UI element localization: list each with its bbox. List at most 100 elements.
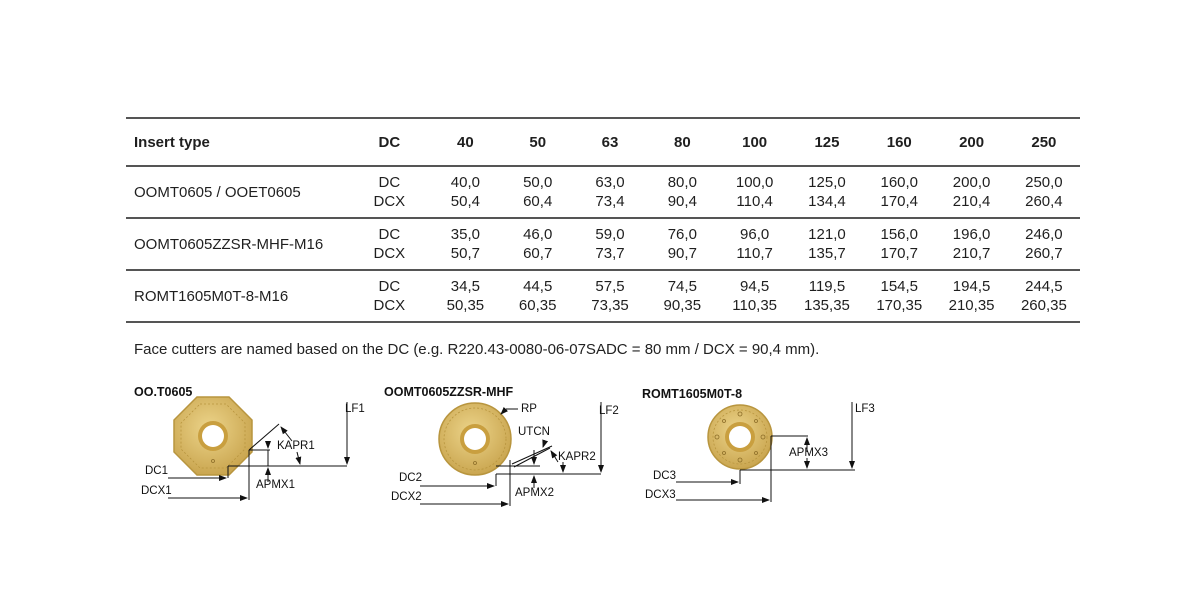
value-cell: 125,0 134,4	[791, 173, 863, 211]
dcx-value: 90,35	[663, 297, 702, 314]
dc-value: 57,5	[595, 278, 625, 295]
dcx-value: 110,4	[736, 193, 773, 210]
dc-value: 100,0	[735, 174, 774, 191]
value-cell: 59,0 73,7	[574, 225, 646, 263]
round-mhf-insert-icon	[438, 402, 512, 476]
dc-label: DC	[378, 278, 401, 295]
value-cell: 119,5 135,35	[791, 277, 863, 315]
header-160: 160	[886, 133, 912, 151]
dcx-value: 90,7	[667, 245, 697, 262]
dcx-value: 170,7	[880, 245, 919, 262]
dc-value: 63,0	[595, 174, 625, 191]
dc-dcx-label-cell: DC DCX	[349, 277, 429, 315]
dcx-value: 170,35	[876, 297, 923, 314]
insert-type-cell: OOMT0605 / OOET0605	[134, 183, 301, 201]
header-dc: DC	[378, 133, 401, 151]
dcx-value: 50,7	[450, 245, 480, 262]
dc-dcx-label-cell: DC DCX	[349, 225, 429, 263]
dc-value: 156,0	[880, 226, 919, 243]
dcx-value: 210,35	[948, 297, 995, 314]
dcx-value: 260,35	[1020, 297, 1067, 314]
dc-value: 244,5	[1025, 278, 1063, 295]
romt-insert-icon	[707, 404, 773, 470]
header-125: 125	[814, 133, 840, 151]
table-rule	[126, 165, 1080, 167]
value-cell: 244,5 260,35	[1008, 277, 1080, 315]
header-80: 80	[673, 133, 691, 151]
dcx-label: DCX	[373, 297, 406, 314]
dc3-label: DC3	[653, 470, 677, 482]
diagram-3-title: ROMT1605M0T-8	[642, 387, 743, 401]
dc-value: 35,0	[450, 226, 480, 243]
header-insert-type: Insert type	[134, 133, 210, 151]
dc-value: 50,0	[523, 174, 553, 191]
dc-value: 194,5	[952, 278, 991, 295]
apmx1-label: APMX1	[256, 479, 295, 491]
diagram-1-title: OO.T0605	[134, 385, 193, 399]
dcx-value: 50,35	[446, 297, 485, 314]
apmx2-label: APMX2	[515, 487, 554, 499]
header-40: 40	[457, 133, 474, 151]
value-cell: 154,5 170,35	[863, 277, 935, 315]
rp-label: RP	[521, 403, 537, 415]
table-rule	[126, 217, 1080, 219]
apmx3-label: APMX3	[789, 447, 828, 459]
value-cell: 80,0 90,4	[646, 173, 718, 211]
dcx-value: 210,4	[952, 193, 991, 210]
dc-value: 121,0	[808, 226, 846, 243]
diagram-1-dimension-lines	[168, 402, 350, 501]
kapr2-label: KAPR2	[558, 451, 596, 463]
dc-value: 34,5	[450, 278, 480, 295]
header-200: 200	[959, 133, 985, 151]
value-cell: 194,5 210,35	[935, 277, 1007, 315]
dcx2-label: DCX2	[391, 491, 422, 503]
diagram-2-title: OOMT0605ZZSR-MHF	[384, 385, 514, 399]
dc-value: 44,5	[523, 278, 553, 295]
value-cell: 34,5 50,35	[429, 277, 501, 315]
table-row: OOMT0605ZZSR-MHF-M16 DC DCX 35,0 50,7 46,…	[126, 219, 1080, 269]
dcx-value: 260,7	[1025, 245, 1063, 262]
dcx-value: 60,35	[518, 297, 557, 314]
lf2-label: LF2	[599, 405, 619, 417]
dcx1-label: DCX1	[141, 485, 172, 497]
table-bottom-rule	[126, 321, 1080, 323]
dcx-value: 90,4	[667, 193, 697, 210]
dcx-value: 110,7	[736, 245, 773, 262]
insert-dimension-table: Insert type DC 40 50 63 80 100 125 160 2…	[126, 117, 1080, 323]
dcx-value: 50,4	[450, 193, 480, 210]
header-250: 250	[1031, 133, 1057, 151]
dc-value: 125,0	[808, 174, 846, 191]
dcx3-label: DCX3	[645, 489, 676, 501]
diagram-3-dimension-lines	[676, 402, 855, 503]
table-header-row: Insert type DC 40 50 63 80 100 125 160 2…	[126, 119, 1080, 165]
dcx-value: 110,35	[732, 297, 778, 314]
lf1-label: LF1	[345, 403, 365, 415]
dc-value: 80,0	[667, 174, 697, 191]
insert-type-cell: OOMT0605ZZSR-MHF-M16	[134, 235, 324, 253]
dcx-value: 73,4	[595, 193, 625, 210]
dc-value: 46,0	[523, 226, 553, 243]
dc-value: 160,0	[880, 174, 919, 191]
dc-value: 154,5	[880, 278, 919, 295]
dc-value: 119,5	[808, 278, 846, 295]
dc-value: 196,0	[952, 226, 991, 243]
dcx-value: 73,7	[595, 245, 625, 262]
kapr1-label: KAPR1	[277, 440, 315, 452]
dcx-value: 135,35	[804, 297, 850, 314]
dcx-value: 170,4	[880, 193, 919, 210]
dc-label: DC	[378, 174, 401, 191]
dc-value: 250,0	[1025, 174, 1063, 191]
octagon-insert-icon	[173, 396, 253, 476]
header-100: 100	[742, 133, 768, 151]
dcx-value: 134,4	[808, 193, 846, 210]
dc-value: 59,0	[595, 226, 625, 243]
